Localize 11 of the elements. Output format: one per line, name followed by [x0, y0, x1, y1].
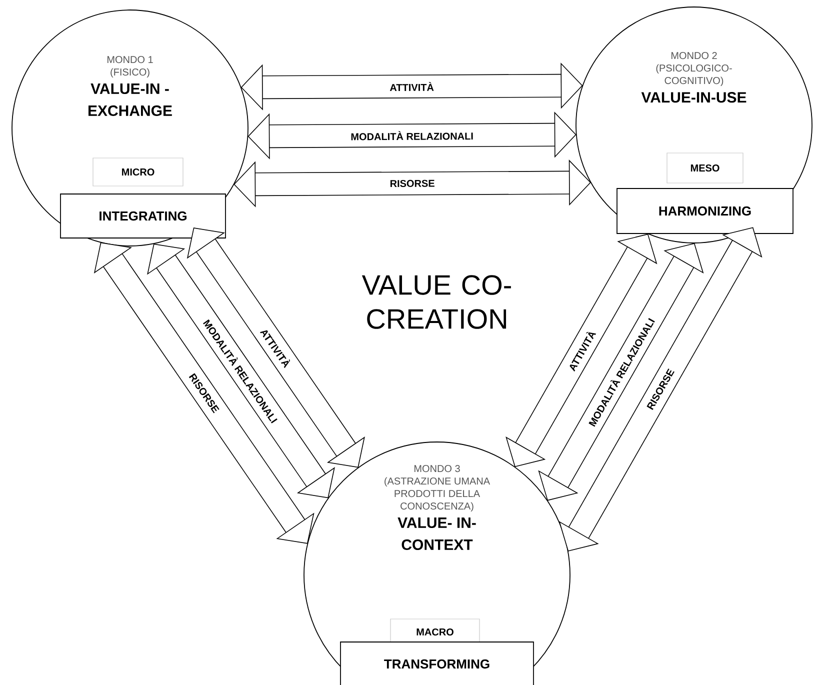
double-arrow: [147, 244, 335, 498]
edge-label: MODALITÀ RELAZIONALI: [350, 130, 474, 142]
level-box: MESO: [666, 152, 744, 184]
center-title: VALUE CO-CREATION: [362, 275, 511, 329]
double-arrow: [186, 228, 365, 468]
double-arrow: [94, 242, 314, 544]
level-box: MICRO: [92, 158, 184, 186]
double-arrow: [248, 112, 576, 160]
double-arrow: [234, 160, 591, 208]
edge-label: ATTIVITÀ: [388, 80, 435, 92]
double-arrow: [240, 62, 583, 110]
